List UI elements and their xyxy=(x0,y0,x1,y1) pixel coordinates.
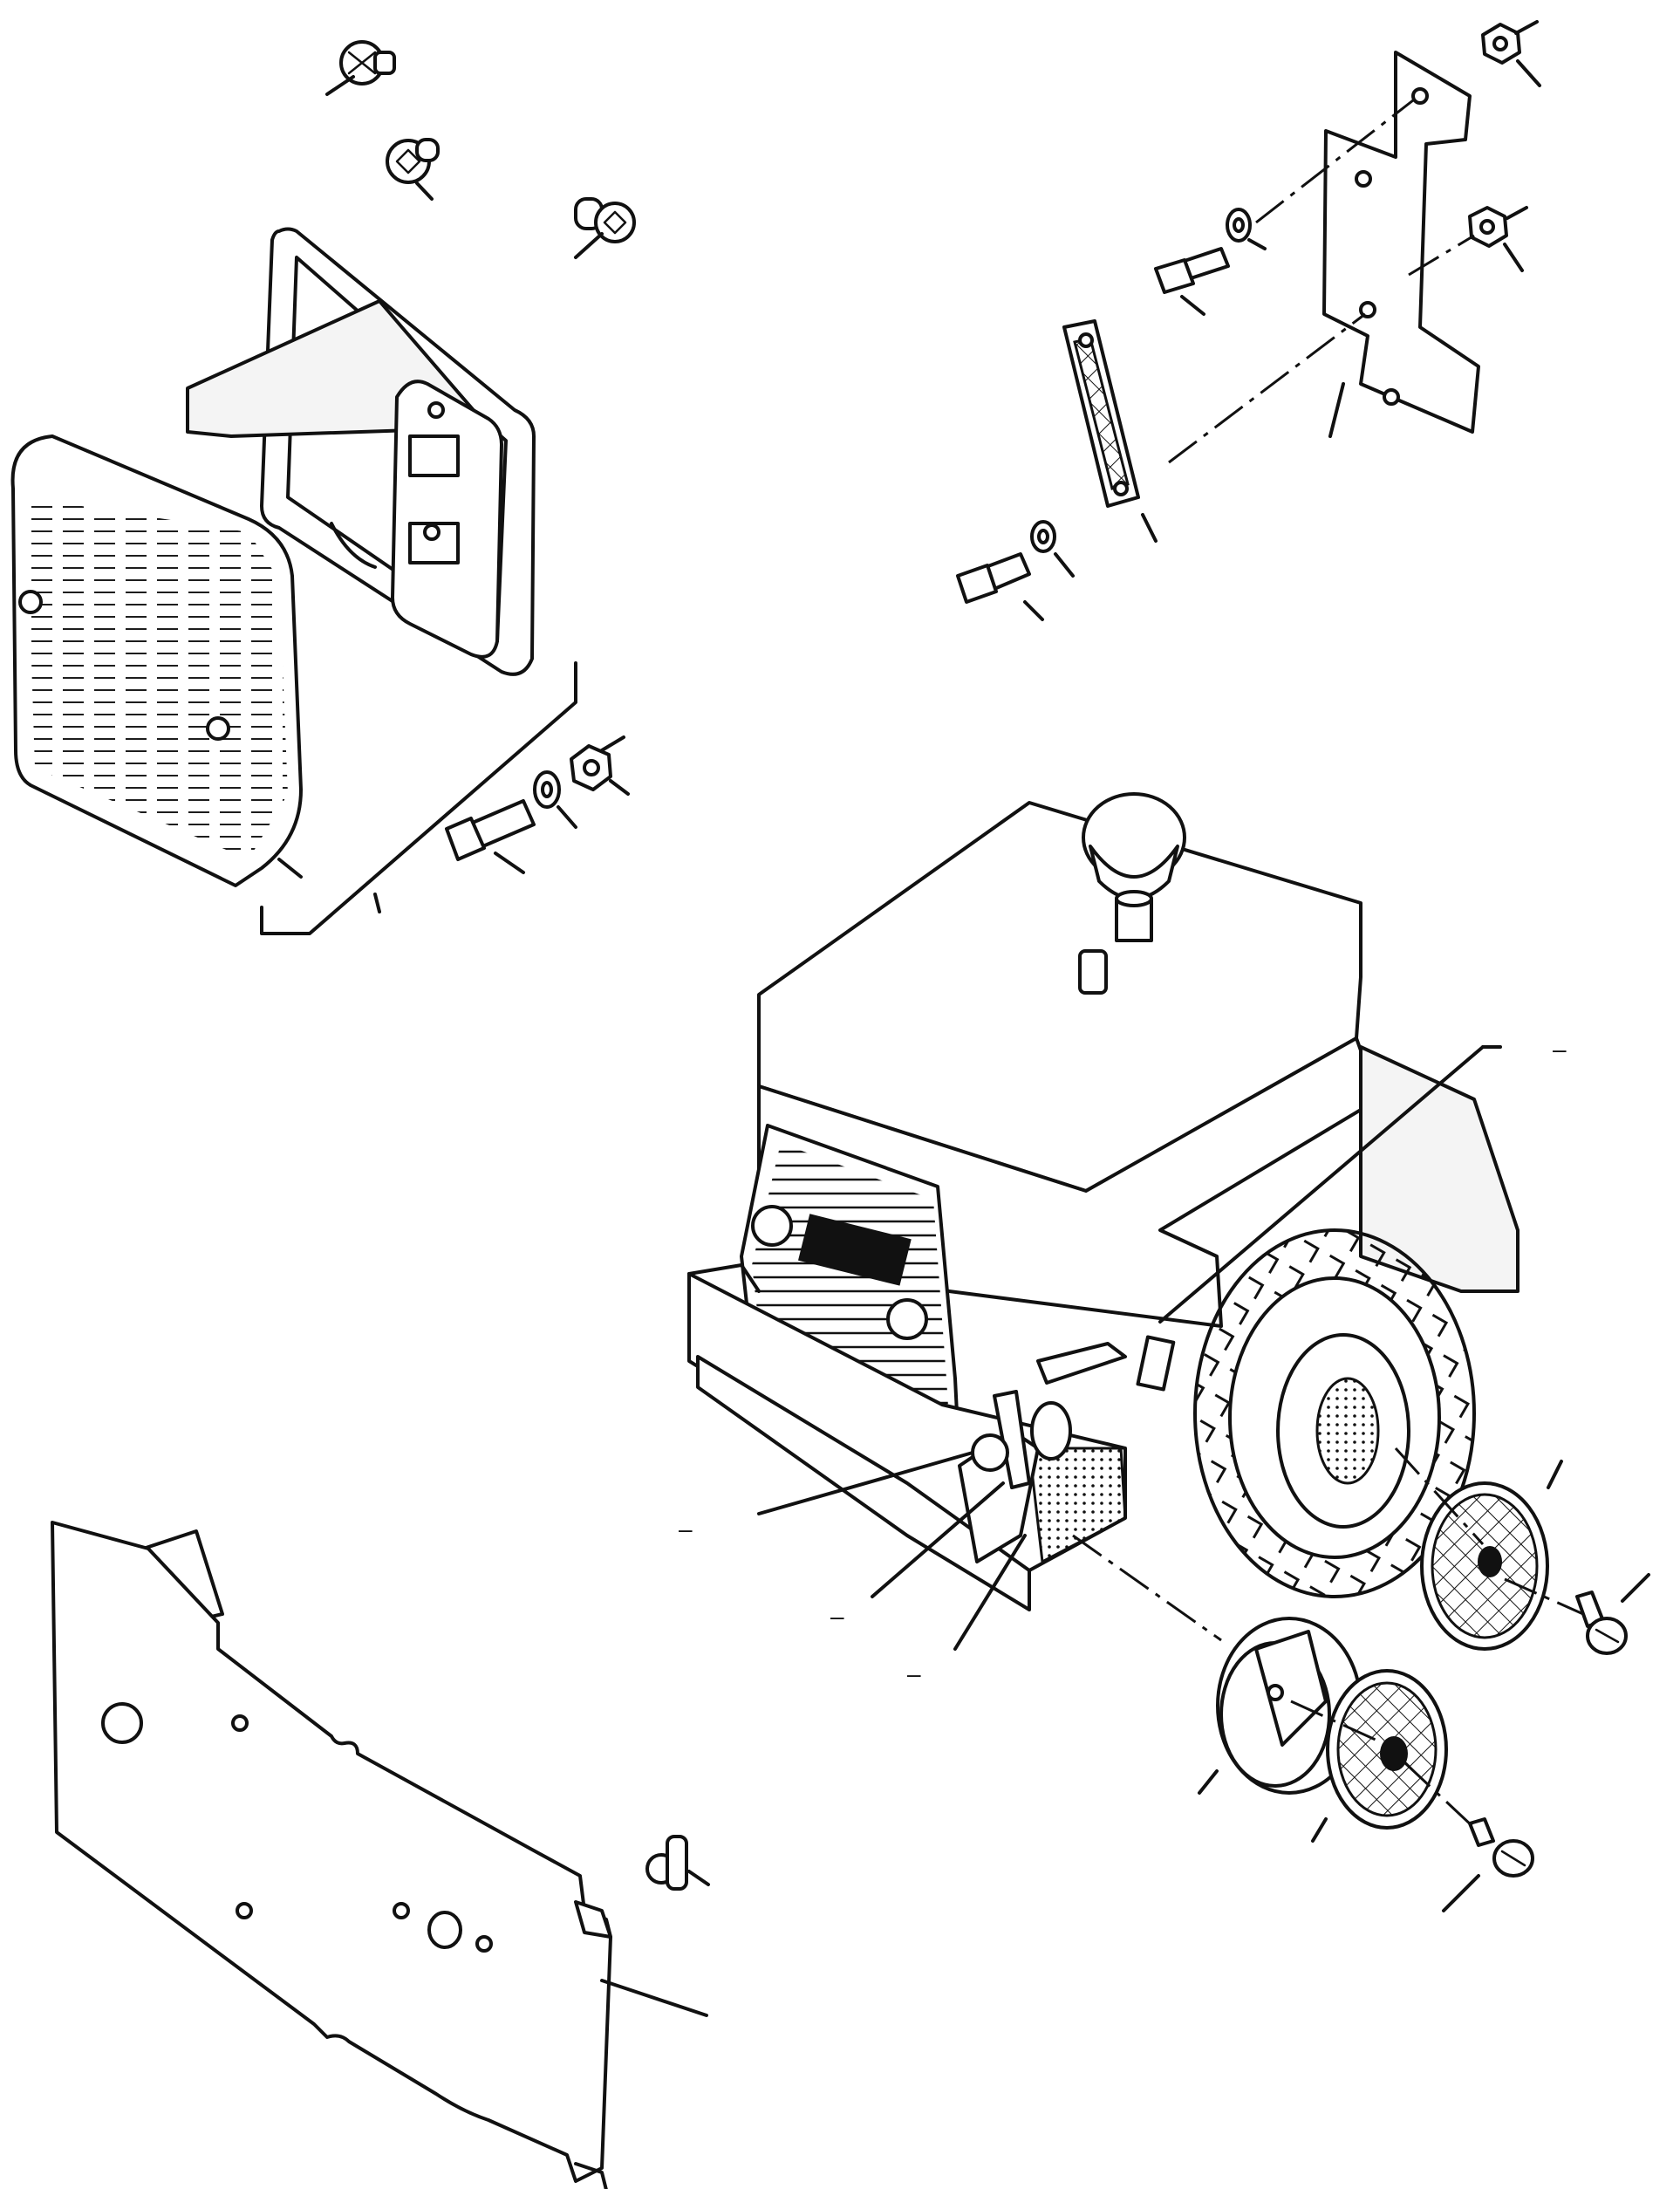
lamp-group-leader xyxy=(373,893,381,913)
reflector xyxy=(1062,319,1158,543)
centerline-2 xyxy=(1408,234,1475,277)
centerline-5 xyxy=(1504,1577,1584,1616)
lamp-nut xyxy=(570,735,630,796)
round-reflector-small xyxy=(1311,1669,1448,1843)
lamp-lens xyxy=(10,434,303,887)
vehicle xyxy=(687,792,1520,1611)
mounting-panel xyxy=(51,1521,708,2189)
reflector-ring xyxy=(1198,1617,1362,1795)
reflector-bolt xyxy=(956,552,1044,621)
bulb-1 xyxy=(325,40,396,96)
callout-mark-4: – xyxy=(907,1660,921,1687)
centerline-7 xyxy=(1290,1700,1388,1747)
panel-bulb xyxy=(645,1835,710,1891)
round-reflector-large xyxy=(1420,1460,1563,1651)
reflector-screw-1 xyxy=(1575,1573,1650,1655)
lamp-bolt xyxy=(445,799,536,874)
centerline-1 xyxy=(1255,99,1414,224)
centerline-4 xyxy=(1394,1447,1485,1546)
bracket-nut-1 xyxy=(1481,20,1541,87)
leader-lamp-b xyxy=(871,1481,1005,1598)
bulb-3 xyxy=(574,197,636,259)
lamp-washer xyxy=(533,770,577,829)
reflector-screw-2 xyxy=(1442,1817,1534,1912)
callout-mark-3: – xyxy=(830,1603,844,1630)
leader-fender-lamp xyxy=(1158,1045,1485,1324)
lamp-group-bracket xyxy=(260,661,577,935)
lamp-housing xyxy=(186,227,536,676)
leader-lamp-a xyxy=(757,1451,974,1515)
mounting-bracket xyxy=(1322,51,1480,438)
centerline-8 xyxy=(1403,1761,1476,1830)
leader-lamp-c xyxy=(953,1534,1027,1651)
bracket-bolt xyxy=(1154,247,1230,316)
callout-mark-2: – xyxy=(679,1515,693,1543)
callout-mark-1: – xyxy=(1553,1036,1567,1063)
reflector-washer xyxy=(1030,520,1075,578)
bracket-washer xyxy=(1226,208,1267,250)
bulb-2 xyxy=(386,138,440,201)
centerline-6 xyxy=(1072,1534,1222,1642)
bracket-nut-2 xyxy=(1468,206,1528,272)
centerline-3 xyxy=(1168,312,1366,464)
